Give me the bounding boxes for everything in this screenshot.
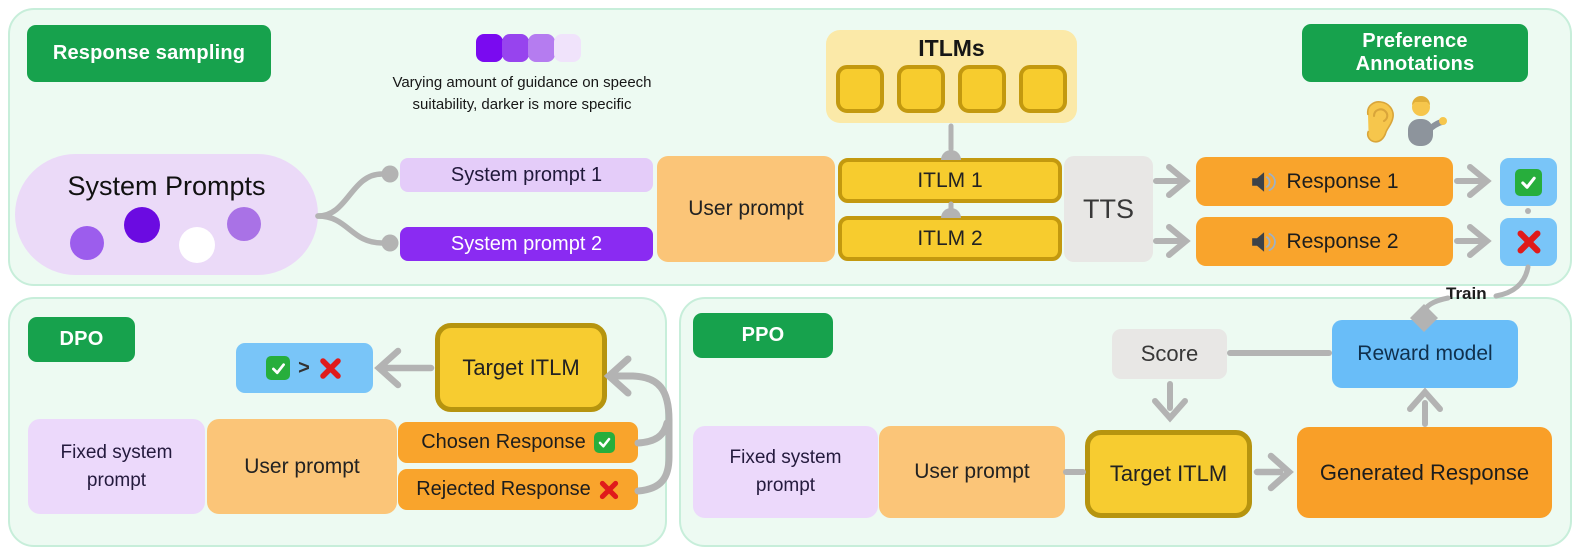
system-prompt-2: System prompt 2 bbox=[400, 227, 653, 261]
system-prompts-pool: System Prompts bbox=[15, 154, 318, 275]
dpo-target-itlm: Target ITLM bbox=[435, 323, 607, 412]
prompt-dot-dark bbox=[124, 207, 160, 243]
user-prompt-sampling: User prompt bbox=[657, 156, 835, 262]
prompt-dot-light bbox=[227, 207, 261, 241]
check-icon bbox=[593, 432, 615, 453]
itlm-model-square bbox=[958, 65, 1006, 113]
response-sampling-badge: Response sampling bbox=[27, 25, 271, 82]
prompt-dot-white bbox=[179, 227, 215, 263]
annotator-icons bbox=[1362, 96, 1447, 146]
response-1-label: Response 1 bbox=[1286, 169, 1399, 193]
ppo-badge: PPO bbox=[693, 313, 833, 358]
tts-box: TTS bbox=[1064, 156, 1153, 262]
system-prompt-1: System prompt 1 bbox=[400, 158, 653, 192]
legend-swatch-lightest bbox=[554, 34, 581, 62]
ppo-generated-response: Generated Response bbox=[1297, 427, 1552, 518]
ppo-fixed-system-prompt: Fixed system prompt bbox=[693, 426, 878, 518]
itlm-model-square bbox=[897, 65, 945, 113]
itlm-model-square bbox=[1019, 65, 1067, 113]
dpo-fixed-system-prompt: Fixed system prompt bbox=[28, 419, 205, 514]
cross-icon bbox=[598, 479, 620, 501]
legend-swatch-darkest bbox=[476, 34, 503, 62]
dpo-user-prompt: User prompt bbox=[207, 419, 397, 514]
accept-annotation-box bbox=[1500, 158, 1557, 206]
itlm-model-square bbox=[836, 65, 884, 113]
guidance-color-legend bbox=[476, 34, 581, 67]
person-tipping-hand-icon bbox=[1401, 96, 1447, 146]
prompt-dot-medium bbox=[70, 226, 104, 260]
response-1: Response 1 bbox=[1196, 157, 1453, 206]
response-2: Response 2 bbox=[1196, 217, 1453, 266]
dpo-badge: DPO bbox=[28, 317, 135, 362]
preference-annotations-badge: Preference Annotations bbox=[1302, 24, 1528, 82]
cross-icon bbox=[318, 356, 343, 381]
cross-icon bbox=[1515, 228, 1543, 256]
check-icon bbox=[266, 356, 291, 380]
ppo-score-box: Score bbox=[1112, 329, 1227, 379]
itlm-model-squares bbox=[836, 65, 1067, 113]
legend-swatch-dark bbox=[502, 34, 529, 62]
reject-annotation-box bbox=[1500, 218, 1557, 266]
dpo-rejected-response: Rejected Response bbox=[398, 469, 638, 510]
greater-than-operator: > bbox=[298, 356, 310, 379]
train-label: Train bbox=[1446, 284, 1487, 303]
dpo-chosen-response: Chosen Response bbox=[398, 422, 638, 463]
itlms-title: ITLMs bbox=[918, 35, 985, 61]
itlm-1: ITLM 1 bbox=[838, 158, 1062, 203]
reward-model-box: Reward model bbox=[1332, 320, 1518, 388]
dpo-preference-comparison: > bbox=[236, 343, 373, 393]
itlm-2: ITLM 2 bbox=[838, 216, 1062, 261]
itlms-group: ITLMs bbox=[826, 30, 1077, 123]
ppo-target-itlm: Target ITLM bbox=[1085, 430, 1252, 518]
response-2-label: Response 2 bbox=[1286, 229, 1399, 253]
legend-caption-line2: suitability, darker is more specific bbox=[412, 96, 632, 113]
speaker-icon bbox=[1250, 170, 1277, 194]
chosen-response-label: Chosen Response bbox=[421, 431, 586, 453]
legend-swatch-light bbox=[528, 34, 555, 62]
legend-caption-line1: Varying amount of guidance on speech bbox=[392, 74, 652, 91]
speaker-icon bbox=[1250, 230, 1277, 254]
ear-icon bbox=[1362, 100, 1396, 146]
rejected-response-label: Rejected Response bbox=[416, 478, 591, 500]
check-icon bbox=[1515, 168, 1542, 196]
ppo-user-prompt: User prompt bbox=[879, 426, 1065, 518]
legend-caption: Varying amount of guidance on speech sui… bbox=[357, 72, 687, 116]
system-prompts-title: System Prompts bbox=[67, 171, 266, 201]
